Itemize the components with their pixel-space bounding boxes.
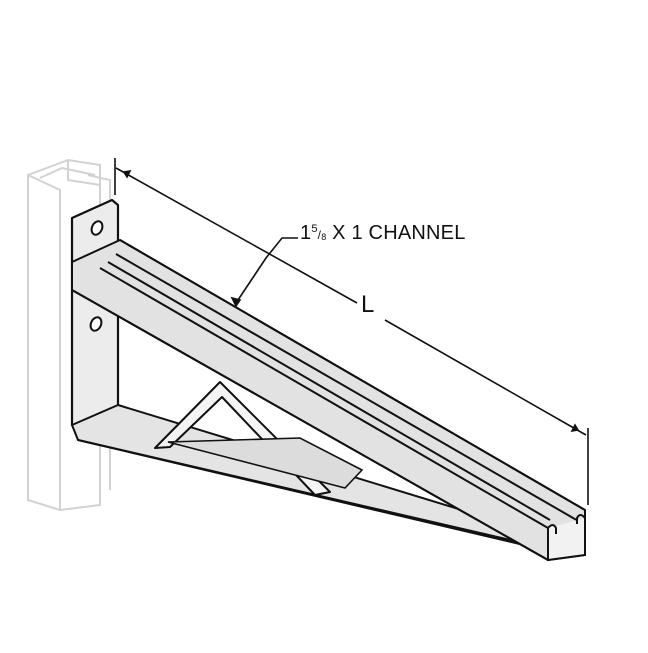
- bolt-hole-icon: [90, 220, 104, 236]
- length-label: L: [361, 291, 375, 318]
- dimension-L: [114, 158, 589, 505]
- channel-size-text: X 1 CHANNEL: [326, 222, 466, 244]
- channel-arm: [71, 239, 586, 562]
- channel-size-numerator: 5: [311, 223, 318, 235]
- channel-size-slash: /: [317, 228, 322, 242]
- arrowhead-icon: [570, 423, 580, 433]
- gusset: [154, 381, 364, 496]
- arrowhead-icon: [230, 296, 242, 308]
- channel-size-whole: 1: [300, 222, 312, 244]
- channel-size-denominator: 8: [321, 232, 327, 242]
- mounting-plate: [70, 198, 120, 432]
- channel-size-label: 15/8 X 1 CHANNEL: [300, 222, 466, 245]
- channel-leader: [230, 237, 298, 308]
- arrowhead-icon: [122, 169, 132, 179]
- bolt-hole-icon: [89, 316, 103, 332]
